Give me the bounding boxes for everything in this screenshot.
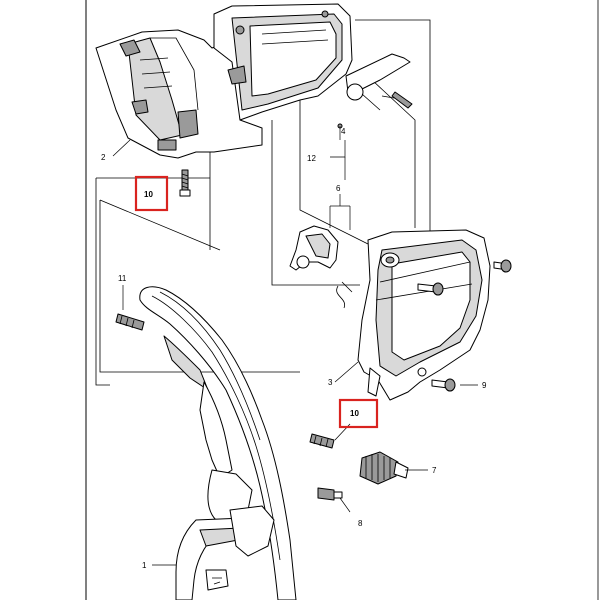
part-label-11: 11 xyxy=(118,274,127,283)
screw-9-lower xyxy=(431,378,456,392)
part-label-10-mid: 10 xyxy=(350,409,359,418)
screw-9-upper xyxy=(417,282,444,296)
page-border xyxy=(85,0,599,600)
screws xyxy=(115,169,512,501)
part-2-upper-housing xyxy=(95,3,413,159)
part-label-4: 4 xyxy=(341,127,346,136)
assembly-lines xyxy=(95,19,431,386)
screw-11 xyxy=(115,313,145,331)
part-label-1: 1 xyxy=(142,561,147,570)
part-label-8: 8 xyxy=(358,519,363,528)
part-label-2: 2 xyxy=(101,153,106,162)
part-label-9: 9 xyxy=(482,381,487,390)
part-label-6: 6 xyxy=(336,184,341,193)
screw-10-top xyxy=(179,169,191,197)
part-label-3: 3 xyxy=(328,378,333,387)
part-label-7: 7 xyxy=(432,466,437,475)
part-6-lever xyxy=(289,225,353,309)
screw-8 xyxy=(317,487,343,501)
highlight-callout-10-top xyxy=(134,175,169,212)
screw-9-right xyxy=(493,259,512,273)
spring-7 xyxy=(359,451,409,485)
part-group-12-bracket xyxy=(329,126,351,230)
part-1-handle-bar xyxy=(139,286,297,600)
part-labels: 2 4 12 6 10 11 3 9 10 7 8 1 xyxy=(101,127,487,570)
part-label-12: 12 xyxy=(307,154,316,163)
screw-10-mid xyxy=(309,433,335,449)
part-3-handle-cover xyxy=(357,229,491,401)
highlight-callout-10-mid xyxy=(338,398,379,429)
part-label-10-top: 10 xyxy=(144,190,153,199)
